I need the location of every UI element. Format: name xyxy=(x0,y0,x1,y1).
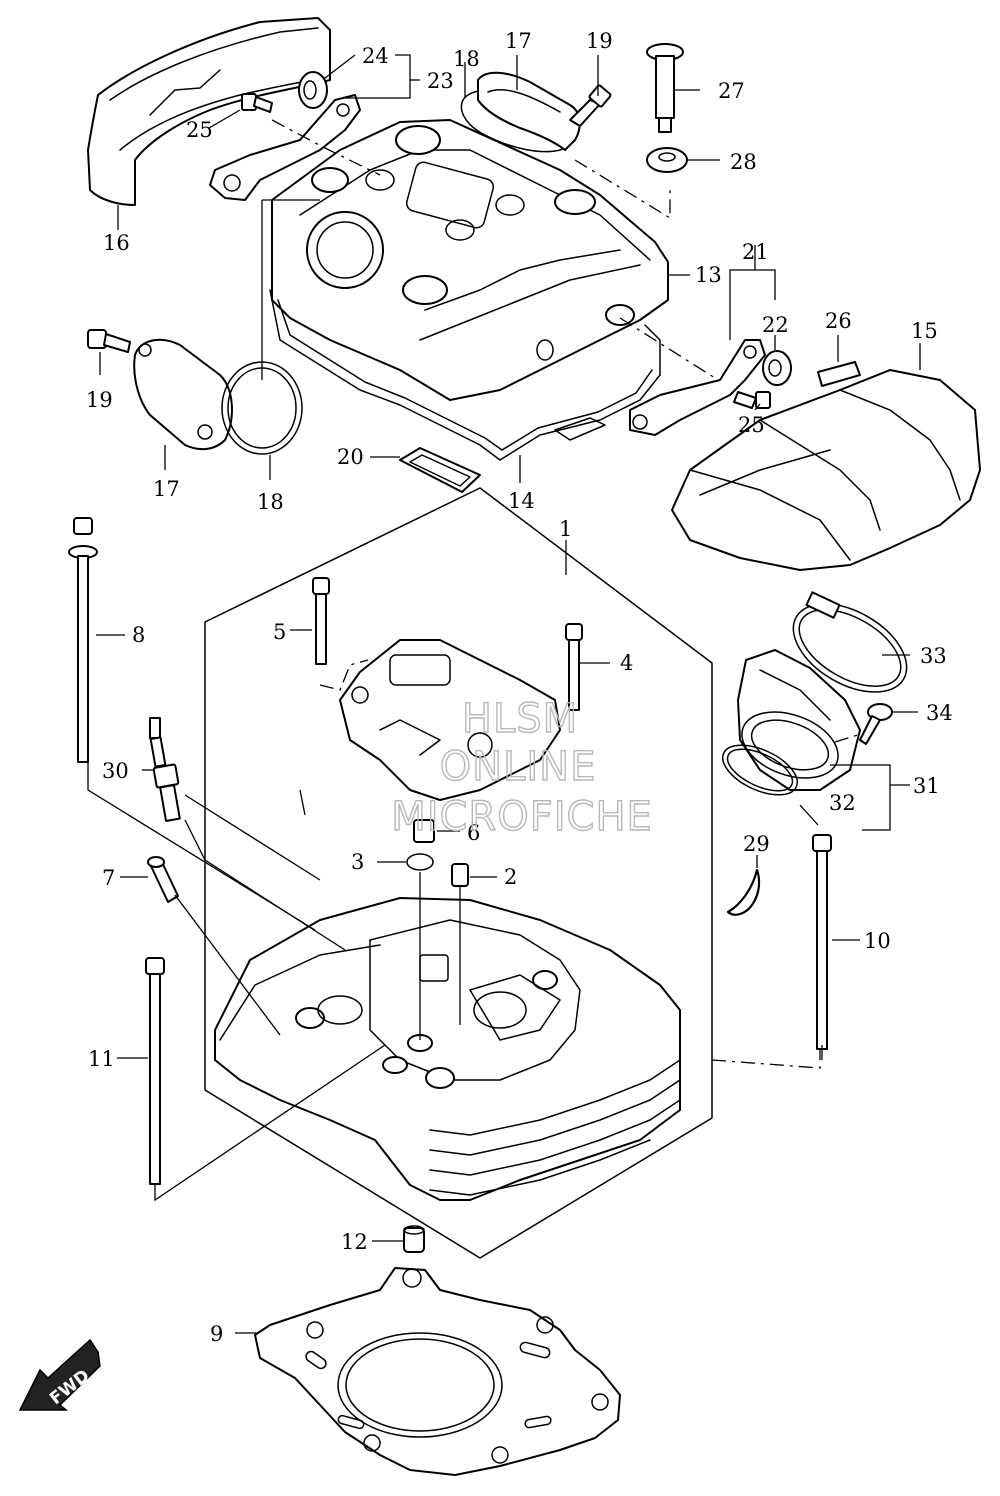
part-10-stud-bolt[interactable] xyxy=(812,834,832,1050)
part-4-bolt[interactable] xyxy=(565,623,583,711)
callout-30: 30 xyxy=(102,759,129,783)
part-26-pad[interactable] xyxy=(817,361,861,387)
part-34-screw[interactable] xyxy=(859,703,893,745)
part-16-side-cover[interactable] xyxy=(87,17,331,206)
callout-16: 16 xyxy=(103,231,130,255)
callout-25b: 25 xyxy=(738,413,765,437)
callout-3: 3 xyxy=(351,850,364,874)
part-23-bracket[interactable] xyxy=(209,94,361,201)
callout-10: 10 xyxy=(864,929,891,953)
part-24-grommet[interactable] xyxy=(298,71,328,109)
callout-18b: 18 xyxy=(257,490,284,514)
cylinder-head[interactable] xyxy=(214,897,681,1201)
callout-33: 33 xyxy=(920,644,947,668)
watermark-line1: HLSM xyxy=(462,696,578,742)
part-22-grommet[interactable] xyxy=(762,350,792,386)
part-14-head-cover-gasket[interactable] xyxy=(269,289,661,461)
part-9-head-gasket[interactable] xyxy=(254,1267,621,1476)
fwd-arrow-icon: FWD xyxy=(18,1338,101,1411)
callout-29: 29 xyxy=(743,832,770,856)
callout-31: 31 xyxy=(913,774,940,798)
callout-27: 27 xyxy=(718,79,745,103)
part-33-clamp[interactable] xyxy=(778,586,921,710)
callout-34: 34 xyxy=(926,701,953,725)
part-2-dowel[interactable] xyxy=(451,863,469,887)
part-1-assembly-outline xyxy=(204,487,713,1259)
part-camshaft-holder[interactable] xyxy=(339,639,561,801)
callout-11: 11 xyxy=(88,1047,115,1071)
part-19-bolt-left[interactable] xyxy=(87,329,131,353)
callout-leaders xyxy=(87,54,921,1334)
callout-25a: 25 xyxy=(186,118,213,142)
part-19-bolt-upper[interactable] xyxy=(569,84,612,127)
callout-6: 6 xyxy=(467,821,480,845)
callout-labels: 1 2 3 4 5 6 7 8 9 10 11 12 13 14 15 16 1… xyxy=(86,29,953,1346)
callout-14: 14 xyxy=(508,489,535,513)
part-30-spark-plug[interactable] xyxy=(149,717,181,822)
part-31-intake-pipe[interactable] xyxy=(733,649,861,791)
callout-9: 9 xyxy=(210,1322,223,1346)
part-6-dowel[interactable] xyxy=(413,819,435,843)
callout-21: 21 xyxy=(742,240,769,264)
callout-12: 12 xyxy=(341,1230,368,1254)
callout-4: 4 xyxy=(620,651,633,675)
callout-19b: 19 xyxy=(86,388,113,412)
callout-32: 32 xyxy=(829,791,856,815)
part-17-cap-upper[interactable] xyxy=(477,71,581,151)
watermark-line2: ONLINE xyxy=(440,744,597,790)
part-21-bracket[interactable] xyxy=(629,339,766,436)
callout-5: 5 xyxy=(273,620,286,644)
callout-7: 7 xyxy=(102,866,115,890)
part-5-bolt[interactable] xyxy=(312,577,330,665)
alignment-dash-lines xyxy=(271,119,859,1069)
callout-22: 22 xyxy=(762,313,789,337)
part-25-bolt-right[interactable] xyxy=(733,391,771,409)
callout-26: 26 xyxy=(825,309,852,333)
part-11-stud-bolt[interactable] xyxy=(145,957,165,1185)
part-28-washer[interactable] xyxy=(646,147,688,173)
part-7-fitting[interactable] xyxy=(147,856,179,903)
part-12-dowel[interactable] xyxy=(403,1225,425,1253)
callout-15: 15 xyxy=(911,319,938,343)
part-27-bolt[interactable] xyxy=(646,43,684,133)
part-25-bolt-upper[interactable] xyxy=(241,93,273,113)
callout-23: 23 xyxy=(427,69,454,93)
callout-17a: 17 xyxy=(505,29,532,53)
part-8-stud-bolt[interactable] xyxy=(68,517,98,763)
callout-17b: 17 xyxy=(153,477,180,501)
part-20-small-gasket[interactable] xyxy=(399,447,481,493)
callout-8: 8 xyxy=(132,623,145,647)
callout-20: 20 xyxy=(337,445,364,469)
callout-2: 2 xyxy=(504,865,517,889)
part-32-oring[interactable] xyxy=(715,735,804,805)
part-29-clip[interactable] xyxy=(726,868,761,916)
callout-19a: 19 xyxy=(586,29,613,53)
callout-1: 1 xyxy=(559,517,572,541)
watermark: HLSM ONLINE MICROFICHE xyxy=(390,695,653,840)
part-17-cap-left[interactable] xyxy=(133,338,233,451)
callout-13: 13 xyxy=(695,263,722,287)
watermark-line3: MICROFICHE xyxy=(391,794,653,840)
part-15-top-cover[interactable] xyxy=(671,369,981,571)
callout-24: 24 xyxy=(362,44,389,68)
callout-18a: 18 xyxy=(453,47,480,71)
part-13-cylinder-head-cover[interactable] xyxy=(271,119,669,401)
part-3-oring[interactable] xyxy=(406,853,434,871)
callout-28: 28 xyxy=(730,150,757,174)
